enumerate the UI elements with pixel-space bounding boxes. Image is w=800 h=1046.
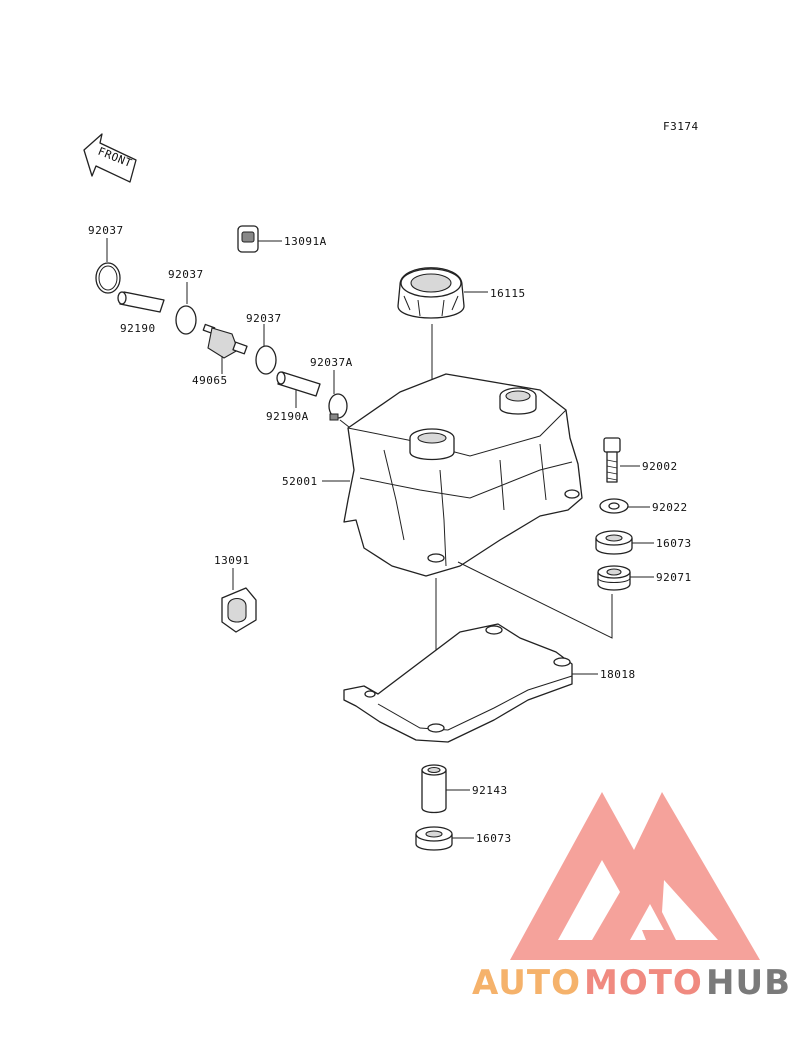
watermark-text: AUTO MOTO HUB — [472, 963, 791, 1003]
label-92143: 92143 — [472, 784, 508, 797]
damper-13091 — [221, 587, 257, 633]
fuel-tank-52001 — [343, 373, 583, 577]
watermark-part-auto: AUTO — [472, 963, 581, 1003]
label-13091: 13091 — [214, 554, 250, 567]
grommet-13091a — [237, 225, 259, 253]
bolt-92002 — [603, 437, 621, 483]
label-13091a: 13091A — [284, 235, 327, 248]
tray-18018 — [343, 623, 573, 743]
label-92037-b: 92037 — [168, 268, 204, 281]
figure-code: F3174 — [663, 120, 699, 133]
label-16073-b: 16073 — [476, 832, 512, 845]
label-92190a: 92190A — [266, 410, 309, 423]
watermark-part-hub: HUB — [706, 963, 791, 1003]
clamp-92037-b — [175, 305, 197, 335]
collar-16073-a — [595, 530, 633, 555]
washer-92022 — [599, 498, 629, 514]
label-49065: 49065 — [192, 374, 228, 387]
label-16073-a: 16073 — [656, 537, 692, 550]
clamp-92037-a — [95, 262, 121, 294]
label-92037-c: 92037 — [246, 312, 282, 325]
hose-92190 — [117, 291, 165, 313]
label-92190: 92190 — [120, 322, 156, 335]
fuel-filter-49065 — [202, 323, 248, 359]
fuel-cap-16115 — [397, 267, 465, 319]
label-92002: 92002 — [642, 460, 678, 473]
label-92037a: 92037A — [310, 356, 353, 369]
label-92022: 92022 — [652, 501, 688, 514]
clamp-92037a — [328, 393, 348, 421]
label-18018: 18018 — [600, 668, 636, 681]
collar-92143 — [421, 764, 447, 814]
hose-92190a — [276, 371, 321, 397]
watermark-part-moto: MOTO — [584, 963, 703, 1003]
front-arrow-icon: FRONT — [83, 133, 137, 183]
collar-16073-b — [415, 826, 453, 851]
clamp-92037-c — [255, 345, 277, 375]
damper-92071 — [597, 565, 631, 591]
watermark-logo-icon — [510, 792, 760, 960]
label-92071: 92071 — [656, 571, 692, 584]
label-16115: 16115 — [490, 287, 526, 300]
label-52001: 52001 — [282, 475, 318, 488]
label-92037-a: 92037 — [88, 224, 124, 237]
